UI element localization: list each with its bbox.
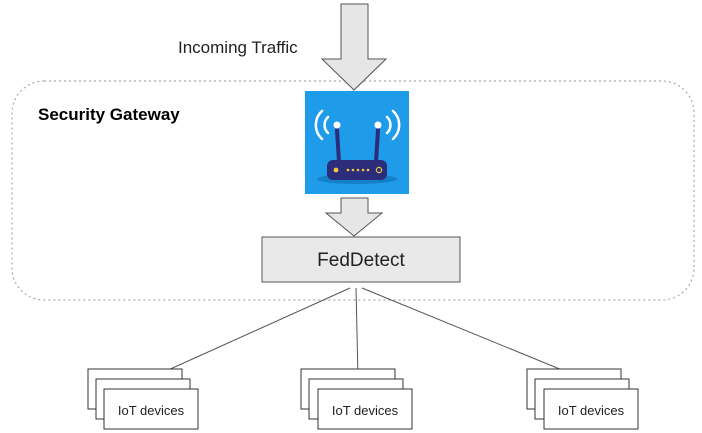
device-group-label: IoT devices <box>118 403 185 418</box>
device-group-label: IoT devices <box>558 403 625 418</box>
security-gateway-boundary <box>11 80 695 301</box>
connector-center <box>353 287 362 379</box>
device-group-center: IoT devices <box>300 368 413 430</box>
feddetect-label: FedDetect <box>317 250 405 271</box>
security-gateway-label: Security Gateway <box>38 105 180 124</box>
feddetect-box <box>261 236 461 283</box>
router-icon <box>305 91 409 194</box>
connector-right <box>361 287 585 380</box>
device-group-right: IoT devices <box>526 368 639 430</box>
device-group-left: IoT devices <box>87 368 199 430</box>
connector-left <box>145 287 351 381</box>
router-to-feddetect-arrow <box>324 197 384 237</box>
incoming-traffic-arrow <box>320 3 388 91</box>
incoming-traffic-label: Incoming Traffic <box>178 38 298 57</box>
device-group-label: IoT devices <box>332 403 399 418</box>
